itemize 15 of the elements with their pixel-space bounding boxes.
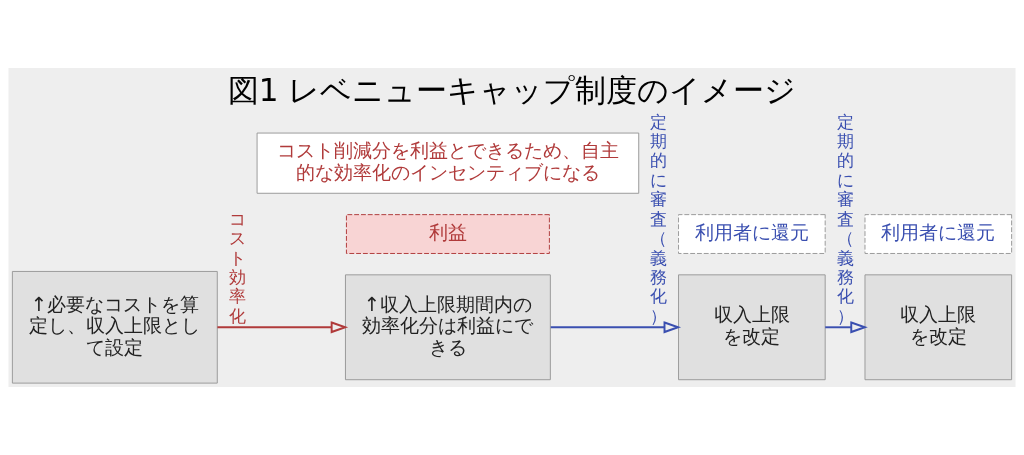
node-box: 利用者に還元 (678, 214, 826, 254)
node-box: 収入上限を改定 (678, 274, 826, 381)
node-box: ↑必要なコストを算定し、収入上限として設定 (11, 270, 218, 384)
node-box: 利益 (345, 214, 550, 254)
node-box: コスト削減分を利益とできるため、自主的な効率化のインセンティブになる (256, 132, 640, 194)
node-box: ↑収入上限期間内の効率化分は利益にできる (344, 274, 551, 381)
edge-label: 定期的に審査（義務化） (650, 111, 668, 326)
arrow (824, 321, 868, 334)
node-box: 収入上限を改定 (864, 274, 1013, 381)
arrow (216, 321, 349, 334)
arrow (549, 321, 682, 334)
edge-label: 定期的に審査（義務化） (836, 111, 854, 326)
edge-label: コスト効率化 (228, 208, 246, 326)
diagram-title: 図1 レベニューキャップ制度のイメージ (227, 71, 797, 108)
node-box: 利用者に還元 (864, 214, 1013, 254)
